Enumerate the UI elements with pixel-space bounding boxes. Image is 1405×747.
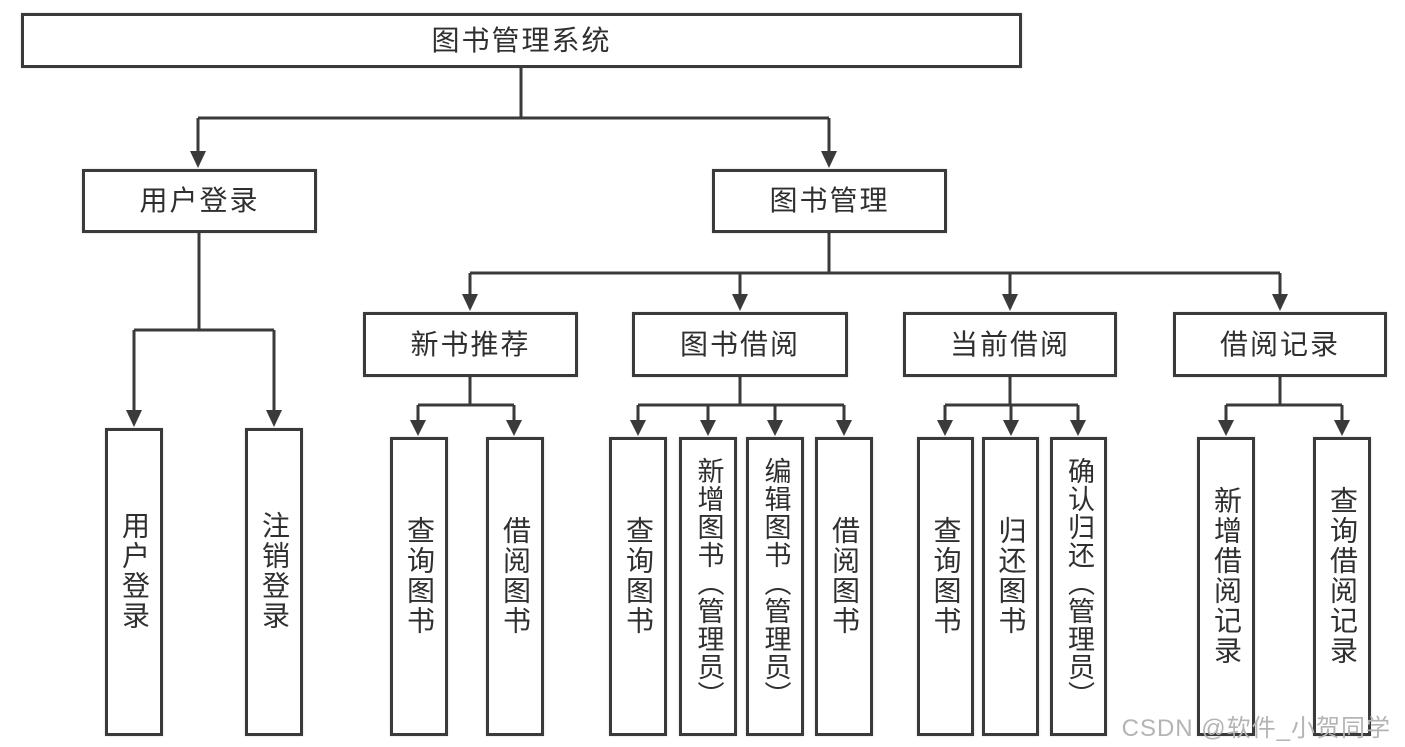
arrowhead bbox=[937, 420, 953, 436]
arrowhead bbox=[836, 420, 852, 436]
node-book-management: 图书管理 bbox=[712, 169, 947, 233]
node-new-book-recommend: 新书推荐 bbox=[363, 312, 578, 377]
arrowhead bbox=[1272, 294, 1288, 311]
leaf-borrowing-query-books: 查询图书 bbox=[609, 437, 667, 736]
node-root: 图书管理系统 bbox=[21, 13, 1022, 68]
node-borrowing-records: 借阅记录 bbox=[1173, 312, 1387, 377]
arrowhead bbox=[410, 420, 426, 436]
leaf-recommend-borrow-books: 借阅图书 bbox=[486, 437, 544, 736]
arrowhead bbox=[506, 420, 522, 436]
leaf-edit-book-admin: 编辑图书（管理员） bbox=[746, 437, 804, 736]
leaf-recommend-borrow-books-label: 借阅图书 bbox=[500, 515, 531, 636]
leaf-user-login: 用户登录 bbox=[105, 428, 163, 736]
node-book-borrowing-label: 图书借阅 bbox=[679, 328, 800, 360]
leaf-recommend-query-books: 查询图书 bbox=[390, 437, 448, 736]
leaf-return-books: 归还图书 bbox=[982, 437, 1039, 736]
leaf-return-books-label: 归还图书 bbox=[995, 515, 1027, 636]
node-user-login-label: 用户登录 bbox=[139, 185, 260, 216]
leaf-add-book-admin-label: 新增图书（管理员） bbox=[693, 456, 724, 709]
arrowhead bbox=[732, 294, 748, 311]
csdn-watermark: CSDN @软件_小贺同学 bbox=[1121, 715, 1391, 742]
arrowhead bbox=[630, 420, 646, 436]
leaf-query-borrow-record-label: 查询借阅记录 bbox=[1327, 485, 1358, 666]
leaf-add-borrow-record: 新增借阅记录 bbox=[1197, 437, 1255, 736]
node-current-borrowing-label: 当前借阅 bbox=[949, 328, 1070, 360]
node-current-borrowing: 当前借阅 bbox=[903, 312, 1117, 377]
node-new-book-recommend-label: 新书推荐 bbox=[410, 328, 531, 360]
leaf-confirm-return-admin: 确认归还（管理员） bbox=[1050, 437, 1107, 736]
arrowhead bbox=[1334, 420, 1350, 436]
arrowhead bbox=[266, 410, 282, 427]
leaf-logout: 注销登录 bbox=[245, 428, 303, 736]
node-borrowing-records-label: 借阅记录 bbox=[1219, 328, 1340, 360]
node-root-label: 图书管理系统 bbox=[431, 24, 612, 56]
leaf-logout-label: 注销登录 bbox=[259, 511, 290, 631]
arrowhead bbox=[1218, 420, 1234, 436]
leaf-current-query-books-label: 查询图书 bbox=[930, 515, 962, 636]
arrowhead bbox=[190, 151, 206, 168]
leaf-query-borrow-record: 查询借阅记录 bbox=[1313, 437, 1371, 736]
node-user-login: 用户登录 bbox=[82, 169, 317, 233]
leaf-borrowing-borrow-books-label: 借阅图书 bbox=[829, 515, 860, 636]
leaf-borrowing-borrow-books: 借阅图书 bbox=[815, 437, 873, 736]
leaf-add-book-admin: 新增图书（管理员） bbox=[679, 437, 737, 736]
leaf-borrowing-query-books-label: 查询图书 bbox=[623, 515, 654, 636]
arrowhead bbox=[1002, 294, 1018, 311]
node-book-management-label: 图书管理 bbox=[769, 185, 890, 216]
arrowhead bbox=[462, 294, 478, 311]
arrowhead bbox=[821, 151, 837, 168]
node-book-borrowing: 图书借阅 bbox=[632, 312, 848, 377]
leaf-user-login-label: 用户登录 bbox=[119, 511, 150, 631]
leaf-edit-book-admin-label: 编辑图书（管理员） bbox=[760, 456, 791, 709]
arrowhead bbox=[1070, 420, 1086, 436]
arrowhead bbox=[1003, 420, 1019, 436]
leaf-current-query-books: 查询图书 bbox=[917, 437, 974, 736]
leaf-recommend-query-books-label: 查询图书 bbox=[404, 515, 435, 636]
arrowhead bbox=[700, 420, 716, 436]
arrowhead bbox=[126, 410, 142, 427]
leaf-add-borrow-record-label: 新增借阅记录 bbox=[1211, 485, 1242, 666]
arrowhead bbox=[767, 420, 783, 436]
leaf-confirm-return-admin-label: 确认归还（管理员） bbox=[1064, 456, 1094, 709]
